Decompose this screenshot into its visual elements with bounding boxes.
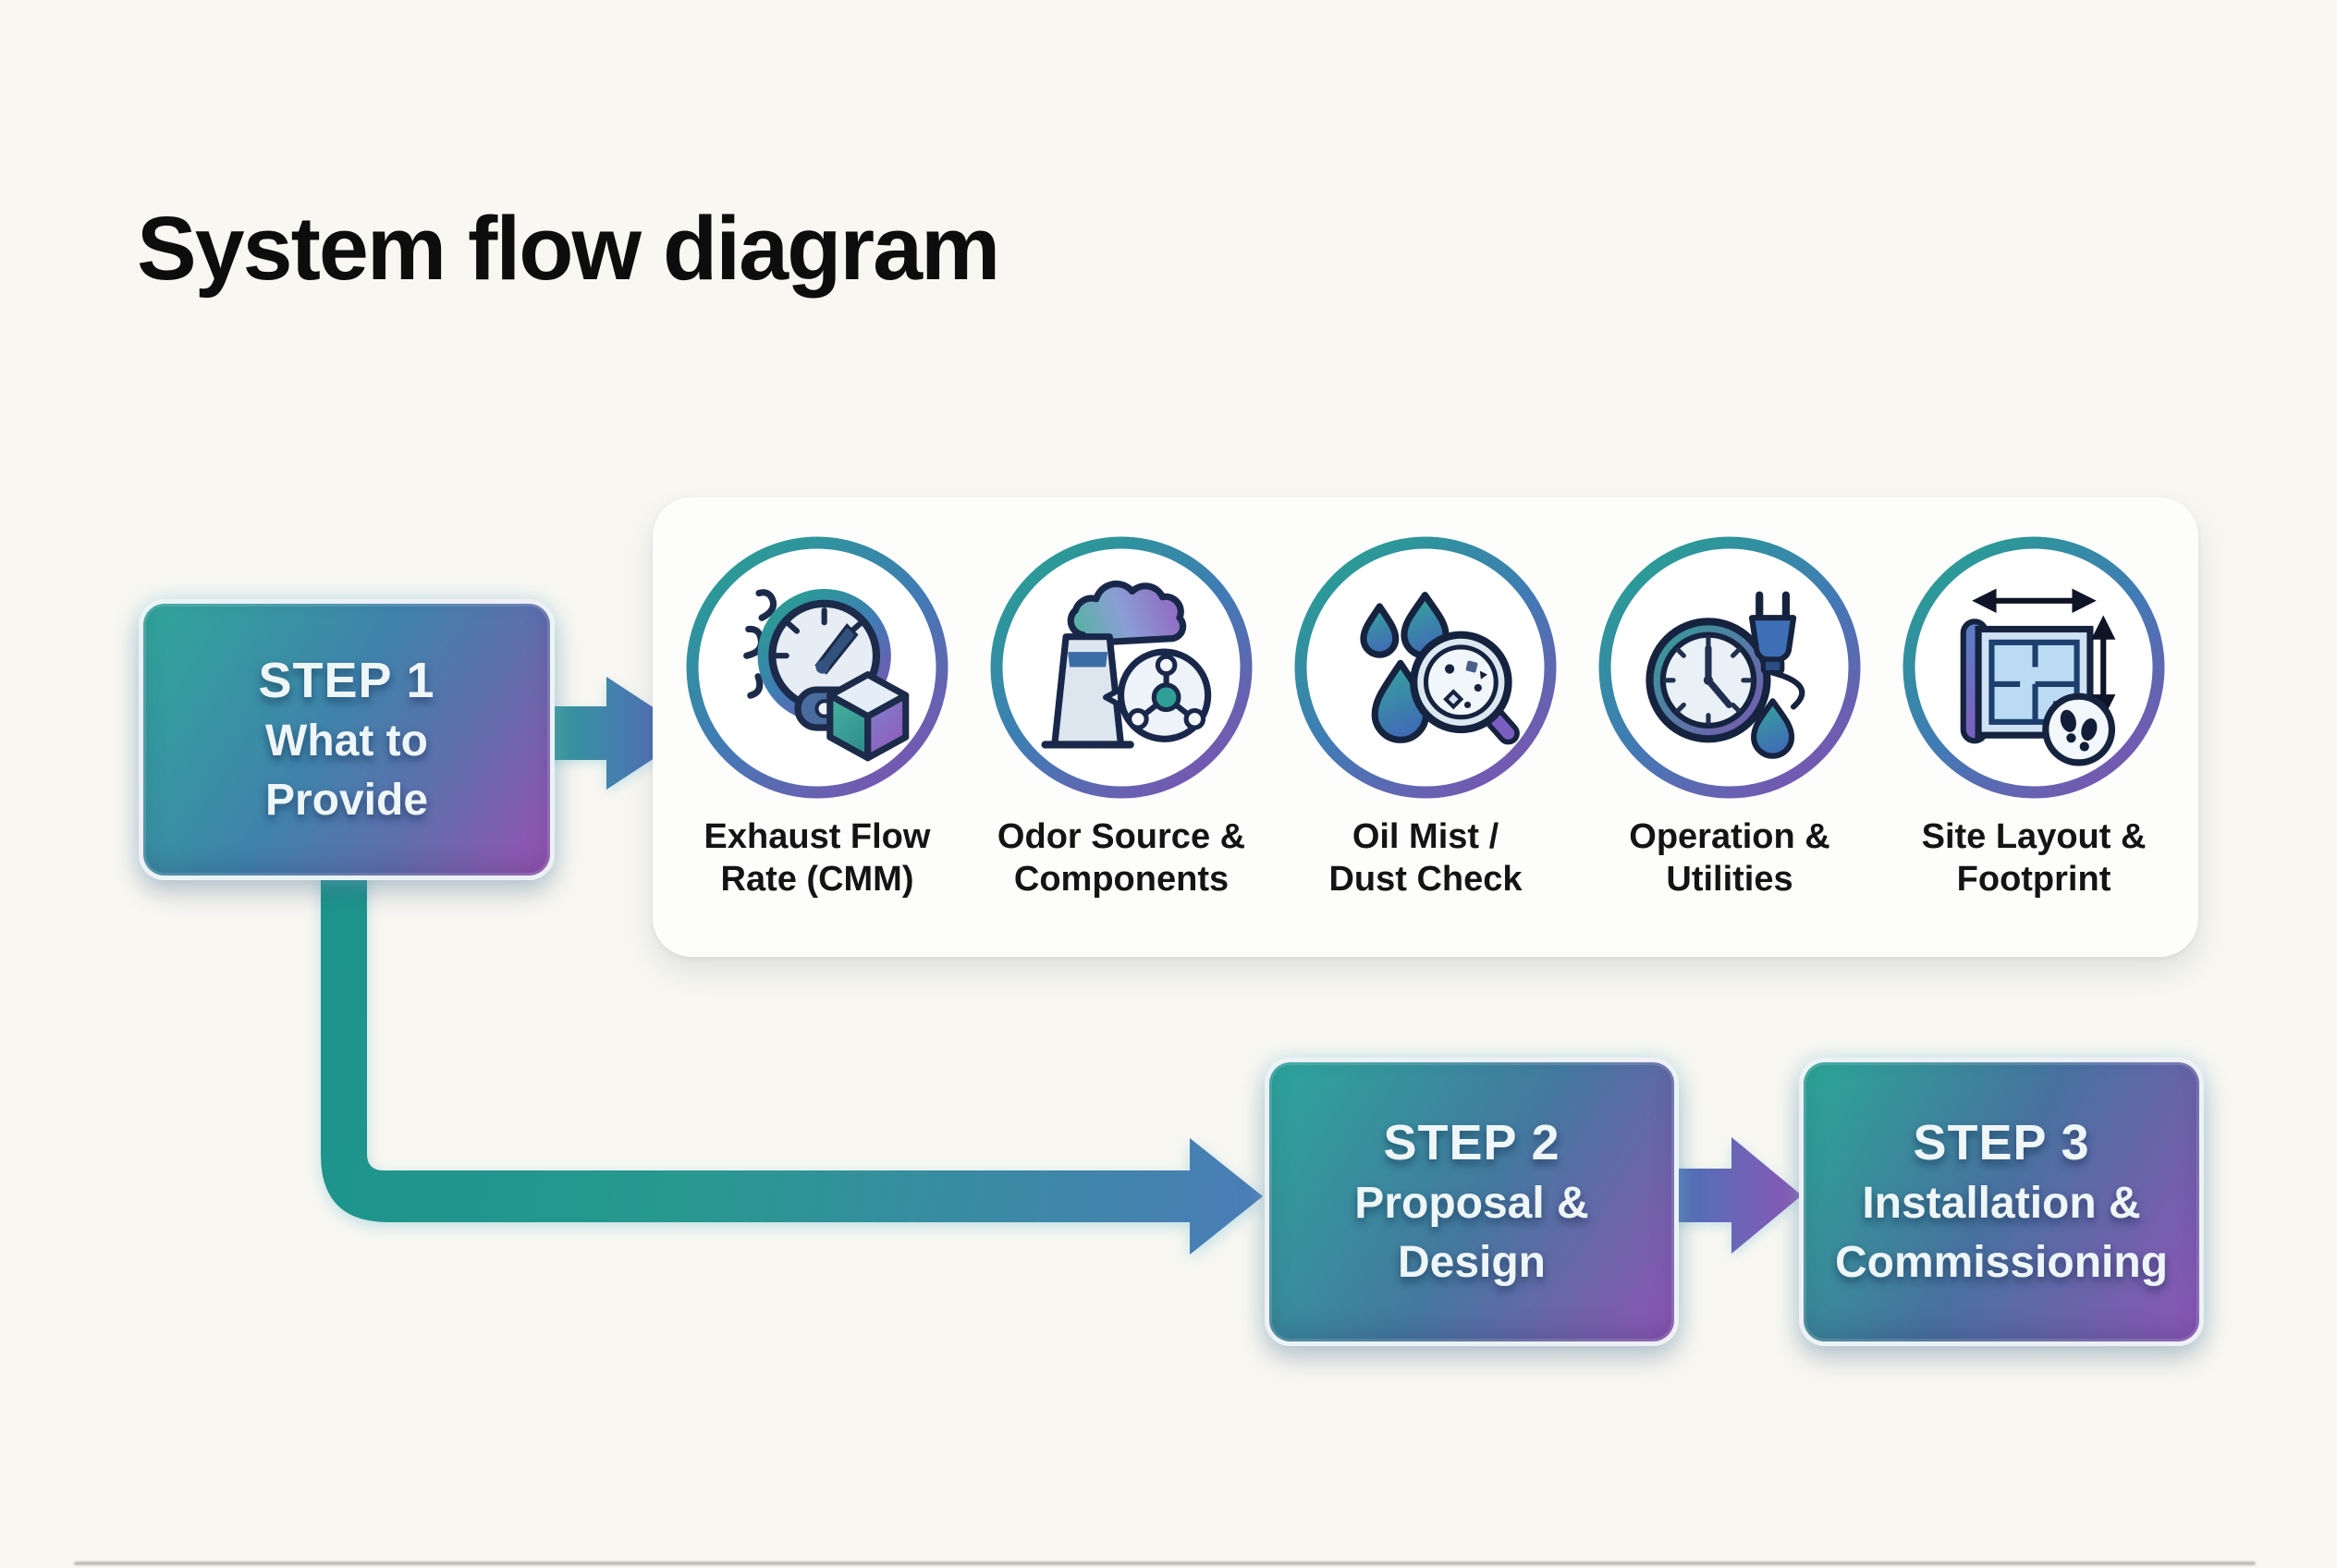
operation-utilities-icon — [1645, 591, 1805, 759]
requirement-item: Operation & Utilities — [1590, 534, 1869, 901]
step-1-subtitle: What to Provide — [264, 717, 429, 825]
requirement-item: Site Layout & Footprint — [1894, 534, 2173, 901]
page-title: System flow diagram — [137, 198, 1000, 299]
icon-ring — [684, 534, 950, 801]
icon-ring — [1901, 534, 2167, 801]
exhaust-flow-icon — [742, 588, 909, 761]
step-2-box: STEP 2 Proposal & Design — [1265, 1058, 1679, 1346]
arrow-step2-to-step3 — [1670, 1137, 1802, 1254]
icon-ring — [1292, 534, 1559, 801]
step-1-box: STEP 1 What to Provide — [139, 599, 555, 880]
requirements-card: Exhaust Flow Rate (CMM) — [653, 497, 2198, 957]
requirement-label: Exhaust Flow Rate (CMM) — [704, 817, 931, 900]
requirement-label: Oil Mist / Dust Check — [1328, 817, 1523, 900]
icon-ring — [988, 534, 1254, 801]
step-3-box: STEP 3 Installation & Commissioning — [1799, 1058, 2204, 1346]
requirement-item: Odor Source & Components — [982, 534, 1261, 901]
requirement-label: Odor Source & Components — [997, 817, 1246, 900]
odor-source-icon — [1040, 580, 1211, 749]
site-layout-icon — [1960, 588, 2115, 766]
bottom-edge-artifact — [74, 1562, 2256, 1565]
step-3-subtitle: Installation & Commissioning — [1834, 1179, 2169, 1287]
step-1-title: STEP 1 — [258, 652, 435, 708]
step-2-subtitle: Proposal & Design — [1354, 1179, 1589, 1287]
requirement-label: Operation & Utilities — [1629, 817, 1830, 900]
step-2-title: STEP 2 — [1383, 1114, 1560, 1170]
requirement-item: Exhaust Flow Rate (CMM) — [678, 534, 957, 901]
oil-mist-icon — [1359, 591, 1520, 744]
requirement-label: Site Layout & Footprint — [1921, 817, 2147, 900]
icon-ring — [1597, 534, 1863, 801]
requirement-item: Oil Mist / Dust Check — [1286, 534, 1565, 901]
step-3-title: STEP 3 — [1913, 1114, 2090, 1170]
